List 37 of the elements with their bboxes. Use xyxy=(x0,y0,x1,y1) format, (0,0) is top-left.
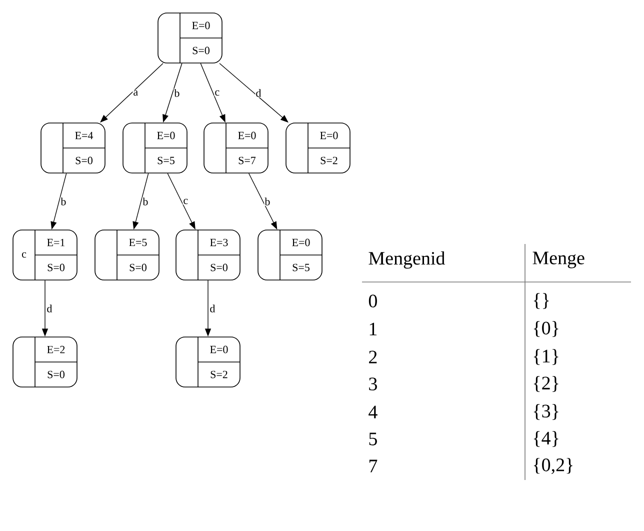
record-node: E=2 S=0 xyxy=(12,336,78,388)
table-text: 2 xyxy=(369,350,377,364)
table-text: 7 xyxy=(369,460,378,472)
edge-label: b xyxy=(60,197,67,206)
table-text: {0} xyxy=(534,321,558,337)
edge-label: d xyxy=(255,88,262,98)
table-text: 4 xyxy=(368,406,378,418)
record-node: E=0 S=5 xyxy=(258,230,322,280)
edge-label: b xyxy=(264,197,271,206)
table-header: Mengenid xyxy=(368,251,446,269)
table-text: 0 xyxy=(368,294,377,308)
record-node: E=0 S=7 xyxy=(204,122,268,174)
table-text: {0,2} xyxy=(534,458,572,474)
record-node: E=4 S=0 xyxy=(40,122,106,174)
edge-label: a xyxy=(132,90,139,96)
table-text: {4} xyxy=(534,431,558,447)
table-text: {3} xyxy=(534,404,558,420)
record-node: E=0 S=2 xyxy=(176,336,240,388)
table-header: Menge xyxy=(532,252,584,268)
record-node: E=5 S=0 xyxy=(94,230,160,280)
edge-label: b xyxy=(174,88,180,98)
record-node: E=0 S=0 xyxy=(158,12,222,64)
table-text: {2} xyxy=(534,376,558,392)
edge-label: c xyxy=(214,90,220,96)
edge-label: c xyxy=(182,198,189,205)
record-node: E=0 S=2 xyxy=(286,122,350,174)
table-text: 5 xyxy=(369,432,377,446)
table-text: {} xyxy=(534,293,549,309)
edge-label: b xyxy=(142,197,149,206)
edge-label: d xyxy=(209,304,216,313)
table-text: {1} xyxy=(534,349,558,365)
edge-label: d xyxy=(46,304,53,313)
record-node: E=0 S=5 xyxy=(122,122,188,174)
table-text: 3 xyxy=(369,378,377,390)
table-text: 1 xyxy=(370,322,377,336)
record-node: E=3 S=0 xyxy=(176,230,240,280)
record-node: c E=1 S=0 xyxy=(12,230,78,280)
